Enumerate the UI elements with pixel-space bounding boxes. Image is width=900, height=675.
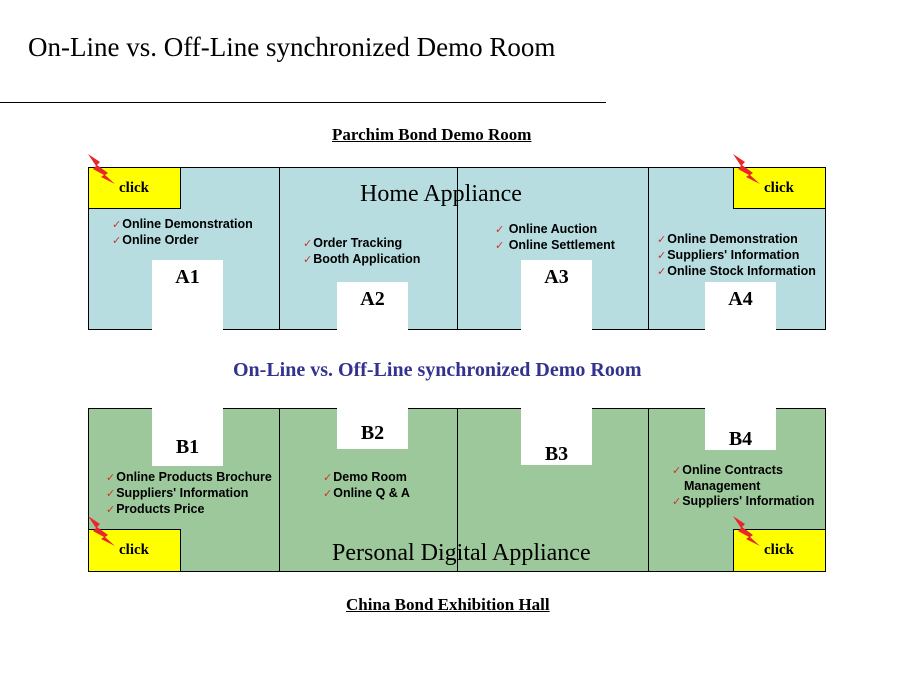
feature-item: ✓Online Demonstration (112, 217, 253, 231)
check-mark-icon: ✓ (657, 266, 667, 278)
top-hall-name: Home Appliance (360, 181, 522, 207)
booth-a3[interactable]: A3 (521, 260, 592, 330)
click-label: click (119, 180, 149, 196)
check-mark-icon: ✓ (303, 254, 313, 266)
booth-label: B3 (544, 443, 569, 465)
booth-label: B1 (175, 436, 200, 458)
feature-item: ✓Suppliers' Information (672, 494, 815, 508)
click-label: click (764, 542, 794, 558)
booth-b4-features: ✓Online Contracts Management ✓Suppliers'… (672, 463, 814, 510)
lightning-bolt-icon (733, 516, 760, 546)
feature-item: ✓Order Tracking (303, 236, 403, 250)
feature-item: ✓Online Demonstration (657, 232, 798, 246)
page-title: On-Line vs. Off-Line synchronized Demo R… (28, 32, 556, 62)
check-mark-icon: ✓ (106, 504, 116, 516)
feature-item: ✓Online Contracts (672, 463, 783, 477)
lightning-bolt-icon (88, 516, 115, 546)
booth-label: A1 (175, 266, 200, 288)
booth-label: A3 (544, 266, 569, 288)
booth-label: A2 (360, 288, 385, 310)
check-mark-icon: ✓ (106, 472, 116, 484)
feature-item: ✓Online Order (112, 233, 199, 247)
feature-item: ✓Online Stock Information (657, 264, 816, 278)
booth-a1-features: ✓Online Demonstration ✓Online Order (112, 217, 253, 249)
booth-a2-features: ✓Order Tracking ✓Booth Application (303, 236, 420, 268)
feature-item: ✓Suppliers' Information (657, 248, 800, 262)
top-divider-2 (457, 167, 458, 330)
feature-item: ✓Booth Application (303, 252, 421, 266)
check-mark-icon: ✓ (657, 250, 667, 262)
title-divider (0, 102, 606, 103)
top-room-heading: Parchim Bond Demo Room (332, 125, 532, 144)
booth-b2-features: ✓Demo Room ✓Online Q & A (323, 470, 410, 502)
booth-label: B4 (728, 428, 753, 450)
bottom-divider-3 (648, 408, 649, 572)
booth-a4[interactable]: A4 (705, 282, 776, 330)
booth-b1-features: ✓Online Products Brochure ✓Suppliers' In… (106, 470, 272, 518)
booth-b1[interactable]: B1 (152, 407, 223, 466)
bottom-divider-2 (457, 408, 458, 572)
feature-item: ✓ Online Auction (495, 222, 598, 236)
feature-item: ✓Demo Room (323, 470, 407, 484)
bottom-divider-1 (279, 408, 280, 572)
check-mark-icon: ✓ (495, 224, 505, 236)
check-mark-icon: ✓ (106, 488, 116, 500)
check-mark-icon: ✓ (495, 240, 505, 252)
top-right-click-button[interactable]: click (733, 167, 826, 209)
lightning-bolt-icon (88, 154, 115, 184)
booth-a4-features: ✓Online Demonstration ✓Suppliers' Inform… (657, 232, 816, 280)
lightning-bolt-icon (733, 154, 760, 184)
check-mark-icon: ✓ (112, 219, 122, 231)
check-mark-icon: ✓ (323, 472, 333, 484)
bottom-room-heading: China Bond Exhibition Hall (346, 595, 550, 614)
check-mark-icon: ✓ (672, 496, 682, 508)
bottom-right-click-button[interactable]: click (733, 529, 826, 572)
top-divider-1 (279, 167, 280, 330)
booth-b2[interactable]: B2 (337, 407, 408, 449)
booth-a2[interactable]: A2 (337, 282, 408, 330)
feature-item-continued: Management (684, 479, 761, 493)
check-mark-icon: ✓ (303, 238, 313, 250)
booth-b4[interactable]: B4 (705, 407, 776, 450)
check-mark-icon: ✓ (112, 235, 122, 247)
booth-b3[interactable]: B3 (521, 407, 592, 465)
check-mark-icon: ✓ (657, 234, 667, 246)
feature-item: ✓Online Products Brochure (106, 470, 272, 484)
bottom-hall-name: Personal Digital Appliance (332, 540, 591, 566)
click-label: click (119, 542, 149, 558)
click-label: click (764, 180, 794, 196)
middle-title: On-Line vs. Off-Line synchronized Demo R… (233, 359, 642, 381)
top-divider-3 (648, 167, 649, 330)
feature-item: ✓Suppliers' Information (106, 486, 249, 500)
booth-label: B2 (360, 422, 385, 444)
feature-item: ✓ Online Settlement (495, 238, 615, 252)
booth-label: A4 (728, 288, 753, 310)
check-mark-icon: ✓ (323, 488, 333, 500)
feature-item: ✓Products Price (106, 502, 205, 516)
feature-item: ✓Online Q & A (323, 486, 410, 500)
booth-a1[interactable]: A1 (152, 260, 223, 330)
check-mark-icon: ✓ (672, 465, 682, 477)
booth-a3-features: ✓ Online Auction ✓ Online Settlement (495, 222, 615, 254)
